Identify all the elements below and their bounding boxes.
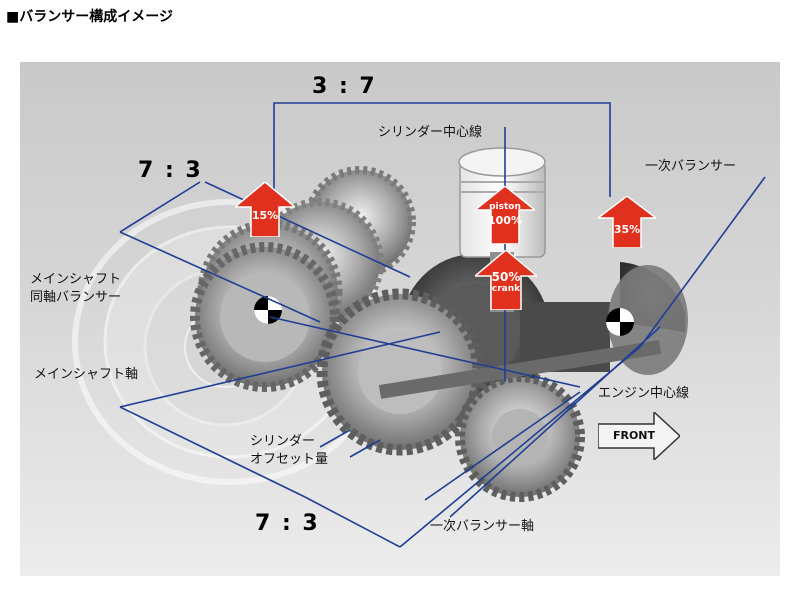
label-cylinder-offset-1: シリンダー — [250, 434, 316, 449]
label-mainshaft: メインシャフト軸 — [34, 367, 139, 382]
mainshaft-axis-marker — [254, 296, 282, 324]
label-primary-balancer: 一次バランサー — [645, 159, 737, 174]
label-primary-balancer-shaft: 一次バランサー軸 — [430, 519, 535, 534]
arrow-label-15: 15% — [251, 209, 279, 222]
dimension-lines — [119, 102, 766, 548]
arrow-piston-100: piston 100% — [472, 185, 538, 245]
balancer-diagram: 15% piston 100% 50% crank 35% FRONT 3 : … — [20, 62, 780, 576]
primary-balancer-axis-marker — [606, 308, 634, 336]
arrow-label-crank: crank — [491, 284, 521, 294]
label-mainshaft-balancer-2: 同軸バランサー — [30, 290, 122, 305]
page-title: ■バランサー構成イメージ — [6, 9, 173, 25]
diagram-illustration — [72, 102, 766, 548]
ratio-bottom: 7 : 3 — [255, 511, 320, 536]
arrow-label-100: 100% — [488, 214, 522, 227]
arrow-label-piston: piston — [489, 202, 521, 212]
arrow-label-50: 50% — [491, 270, 521, 284]
ratio-top: 3 : 7 — [312, 74, 377, 99]
label-cylinder-center: シリンダー中心線 — [378, 125, 483, 140]
label-cylinder-offset-2: オフセット量 — [250, 452, 329, 467]
ratio-left: 7 : 3 — [138, 158, 203, 183]
arrow-mainshaft-balancer-15: 15% — [232, 181, 298, 238]
arrow-label-35: 35% — [613, 223, 641, 236]
label-mainshaft-balancer-1: メインシャフト — [30, 272, 122, 287]
arrow-primary-balancer-35: 35% — [595, 195, 659, 249]
arrow-crank-50: 50% crank — [472, 249, 540, 311]
label-engine-center: エンジン中心線 — [598, 386, 690, 401]
front-direction-arrow: FRONT — [597, 410, 682, 462]
front-label: FRONT — [612, 429, 656, 442]
